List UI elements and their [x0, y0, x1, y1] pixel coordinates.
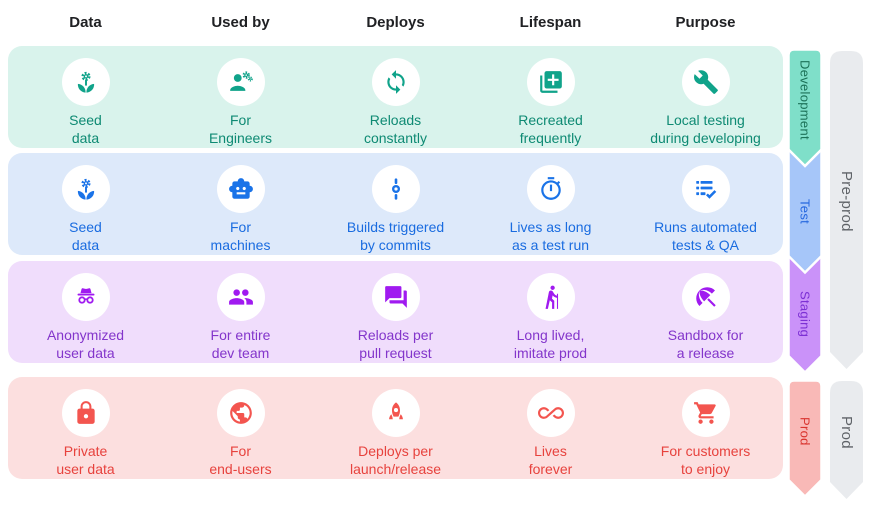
cell-test-used-by: For machines: [163, 153, 318, 255]
cell-test-lifespan: Lives as long as a test run: [473, 153, 628, 255]
column-header-deploys: Deploys: [366, 14, 425, 31]
cell-prod-purpose: For customers to enjoy: [628, 377, 783, 479]
ribbon-label-text: Development: [797, 60, 813, 140]
cell-label: Local testing during developing: [650, 112, 761, 146]
commit-icon: [371, 165, 420, 213]
cell-label: Private user data: [56, 443, 115, 477]
cell-staging-purpose: Sandbox for a release: [628, 261, 783, 363]
cell-development-data: Seed data: [8, 46, 163, 148]
cell-label: Reloads constantly: [363, 112, 428, 146]
phase-label-prod: Prod: [830, 381, 863, 483]
cell-label: For end-users: [209, 443, 272, 477]
cell-development-deploys: Reloads constantly: [318, 46, 473, 148]
seed-icon: [61, 58, 110, 106]
cell-development-used-by: For Engineers: [163, 46, 318, 148]
column-header-lifespan: Lifespan: [519, 14, 582, 31]
ribbon-label-staging: Staging: [787, 272, 823, 356]
cell-label: Long lived, imitate prod: [513, 327, 588, 361]
cell-prod-used-by: For end-users: [163, 377, 318, 479]
row-prod: Private user data For end-users Deploys …: [8, 377, 783, 479]
robot-icon: [216, 165, 265, 213]
cell-label: Lives forever: [528, 443, 573, 477]
cart-icon: [681, 389, 730, 437]
cell-staging-deploys: Reloads per pull request: [318, 261, 473, 363]
cell-label: For machines: [210, 219, 271, 253]
cell-label: Sandbox for a release: [667, 327, 744, 361]
cell-label: Runs automated tests & QA: [654, 219, 757, 253]
ribbon-label-text: Prod: [797, 416, 813, 446]
lock-icon: [61, 389, 110, 437]
column-header-data: Data: [69, 14, 102, 31]
incognito-icon: [61, 273, 110, 321]
ribbon-label-test: Test: [787, 166, 823, 257]
row-development: Seed data For Engineers Reloads constant…: [8, 46, 783, 148]
cell-test-purpose: Runs automated tests & QA: [628, 153, 783, 255]
ribbon-label-text: Staging: [797, 290, 813, 338]
library-add-icon: [526, 58, 575, 106]
cell-staging-data: Anonymized user data: [8, 261, 163, 363]
cell-label: Recreated frequently: [518, 112, 583, 146]
ribbon-label-development: Development: [787, 50, 823, 150]
cell-label: Seed data: [69, 112, 102, 146]
hiking-icon: [526, 273, 575, 321]
globe-icon: [216, 389, 265, 437]
phase-label-preprod: Pre-prod: [830, 51, 863, 352]
ribbon-label-text: Test: [797, 198, 813, 225]
infinity-icon: [526, 389, 575, 437]
row-staging: Anonymized user data For entire dev team…: [8, 261, 783, 363]
group-icon: [216, 273, 265, 321]
phase-label-text: Pre-prod: [838, 171, 855, 232]
cell-label: Anonymized user data: [46, 327, 125, 361]
cell-staging-lifespan: Long lived, imitate prod: [473, 261, 628, 363]
cell-staging-used-by: For entire dev team: [163, 261, 318, 363]
cell-label: Reloads per pull request: [357, 327, 434, 361]
ribbon-label-prod: Prod: [787, 381, 823, 481]
cell-prod-lifespan: Lives forever: [473, 377, 628, 479]
cell-test-data: Seed data: [8, 153, 163, 255]
cell-prod-data: Private user data: [8, 377, 163, 479]
cell-development-lifespan: Recreated frequently: [473, 46, 628, 148]
seed-icon: [61, 165, 110, 213]
checklist-icon: [681, 165, 730, 213]
sync-icon: [371, 58, 420, 106]
phase-label-text: Prod: [838, 415, 855, 449]
column-header-purpose: Purpose: [675, 14, 736, 31]
cell-label: For entire dev team: [210, 327, 271, 361]
row-test: Seed data For machines Builds triggered …: [8, 153, 783, 255]
cell-label: Seed data: [69, 219, 102, 253]
forum-icon: [371, 273, 420, 321]
engineers-icon: [216, 58, 265, 106]
column-header-used-by: Used by: [211, 14, 270, 31]
cell-label: For customers to enjoy: [660, 443, 751, 477]
cell-label: Lives as long as a test run: [509, 219, 592, 253]
cell-label: For Engineers: [208, 112, 273, 146]
umbrella-icon: [681, 273, 730, 321]
cell-prod-deploys: Deploys per launch/release: [318, 377, 473, 479]
wrench-icon: [681, 58, 730, 106]
timer-icon: [526, 165, 575, 213]
cell-test-deploys: Builds triggered by commits: [318, 153, 473, 255]
cell-development-purpose: Local testing during developing: [628, 46, 783, 148]
cell-label: Deploys per launch/release: [349, 443, 442, 477]
rocket-icon: [371, 389, 420, 437]
cell-label: Builds triggered by commits: [346, 219, 445, 253]
